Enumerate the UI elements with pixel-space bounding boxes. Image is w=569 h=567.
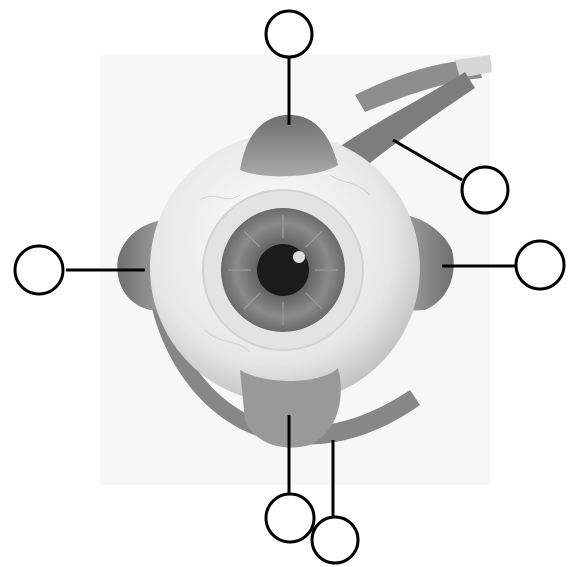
callout-circle-bottom-right (312, 517, 358, 563)
callout-circle-bottom-left (266, 494, 314, 542)
callout-circle-top (266, 11, 312, 57)
callout-circle-upper-right (462, 167, 508, 213)
callout-circle-right (516, 241, 564, 289)
pupil-highlight (293, 251, 305, 263)
callout-circle-left (15, 246, 63, 294)
